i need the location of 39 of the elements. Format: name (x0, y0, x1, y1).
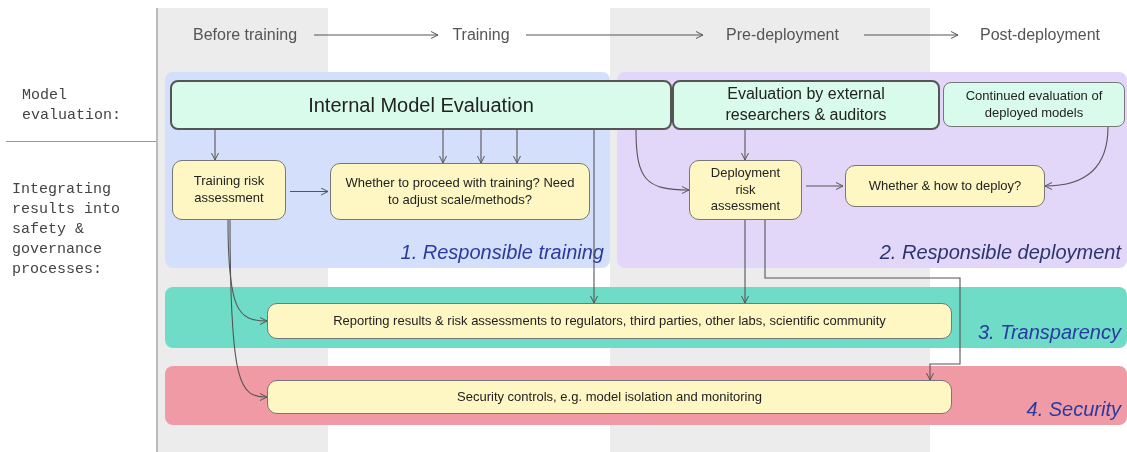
phase-label: Before training (180, 22, 310, 48)
arrow (525, 31, 704, 39)
stage-title: 3. Transparency (977, 321, 1121, 344)
arrow (741, 129, 749, 161)
arrow (1044, 126, 1109, 190)
stage-title: 1. Responsible training (400, 241, 604, 264)
phase-label: Pre-deployment (705, 22, 860, 48)
process-box: Whether to proceed with training? Need to adjust scale/methods? (330, 163, 590, 220)
phase-label: Post-deployment (960, 22, 1120, 48)
process-box: Reporting results & risk assessments to regulators, third parties, other labs, scientific community (267, 303, 952, 339)
process-box: Security controls, e.g. model isolation and monitoring (267, 380, 952, 414)
stage-band (165, 366, 1127, 425)
phase-label: Training (440, 22, 522, 48)
arrow (805, 182, 844, 190)
arrow (227, 219, 268, 325)
row-label: Integrating results into safety & governance processes: (12, 180, 122, 280)
stage-band (617, 72, 1127, 268)
arrow (635, 129, 690, 194)
evaluation-box: Evaluation by external researchers & auditors (672, 80, 940, 130)
process-box: Deployment risk assessment (689, 160, 802, 220)
stage-title: 4. Security (1026, 398, 1121, 421)
arrow (289, 187, 329, 196)
arrow (513, 129, 521, 164)
arrow (439, 129, 447, 164)
arrow (477, 129, 485, 164)
arrow (313, 31, 439, 39)
arrow (741, 219, 749, 304)
stage-band (165, 287, 1127, 348)
arrow (863, 31, 959, 39)
arrow (590, 129, 598, 304)
arrow (211, 129, 219, 161)
row-label: Model evaluation: (22, 86, 123, 126)
evaluation-box: Continued evaluation of deployed models (943, 82, 1125, 127)
stage-title: 2. Responsible deployment (879, 241, 1121, 264)
process-box: Training risk assessment (172, 160, 286, 220)
arrow (229, 219, 268, 401)
evaluation-box: Internal Model Evaluation (170, 80, 672, 130)
process-box: Whether & how to deploy? (845, 165, 1045, 207)
arrow (764, 219, 961, 381)
